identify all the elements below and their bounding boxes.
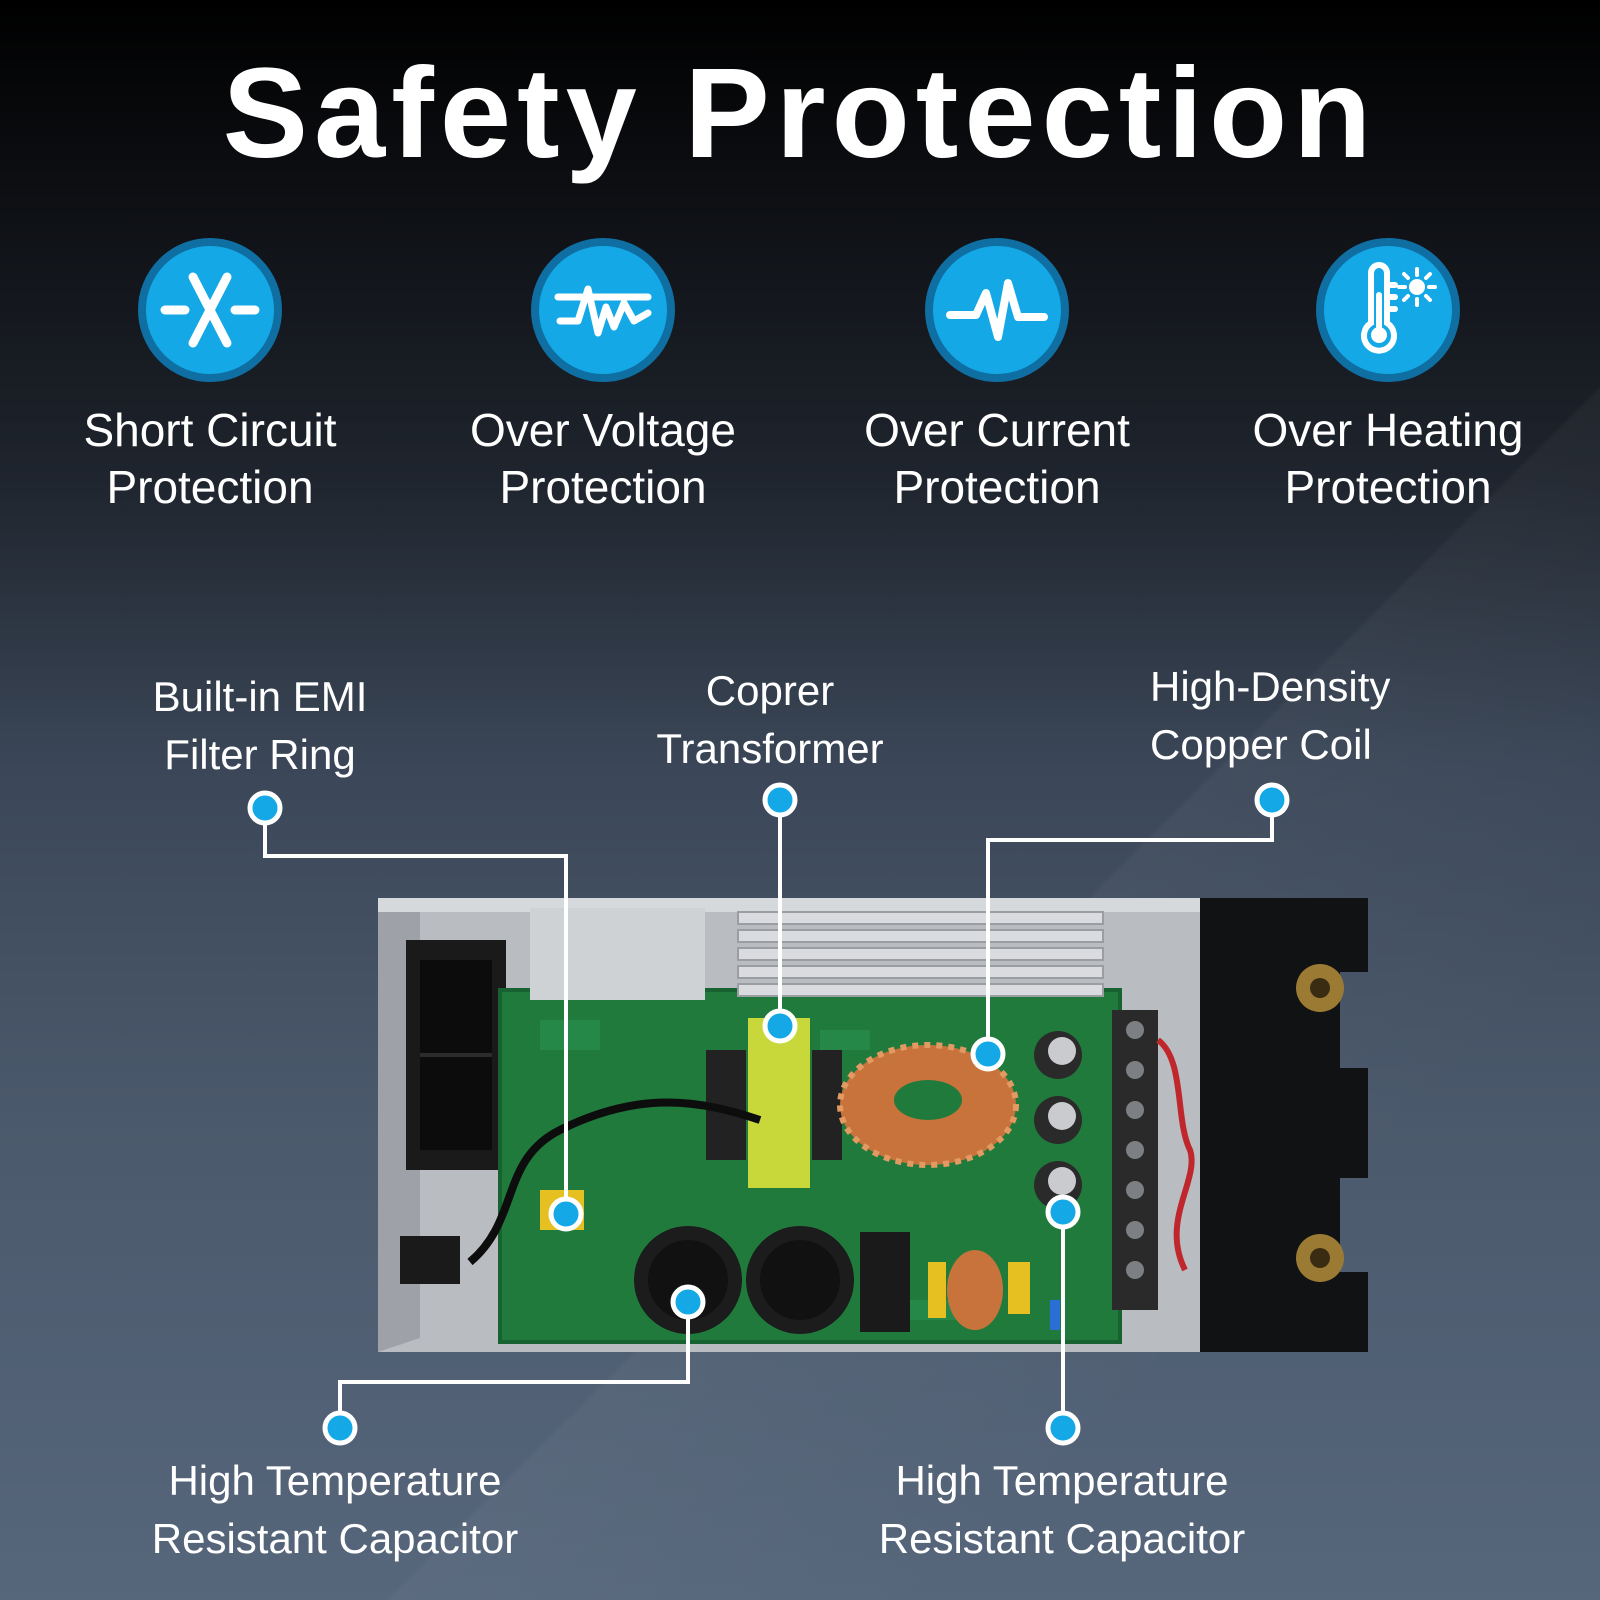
heatsink [530,908,1104,1000]
feature-label: Over Heating Protection [1252,404,1524,513]
over-current-icon [925,238,1069,382]
feature-label: Over Voltage Protection [470,404,736,513]
feature-label: Over Current Protection [864,404,1130,513]
leader-lines [263,800,1274,1428]
callout-emi-filter-ring: Built-in EMI Filter Ring [152,673,368,778]
callout-capacitor-left: High Temperature Resistant Capacitor [151,1457,519,1562]
end-cap [1200,898,1368,1352]
over-voltage-icon [531,238,675,382]
power-socket [400,1236,460,1284]
power-cable [467,1098,762,1266]
feature-over-current: Over Current Protection [837,238,1157,516]
feature-over-heating: Over Heating Protection [1228,238,1548,516]
output-capacitors [1034,1031,1082,1209]
feature-short-circuit: Short Circuit Protection [50,238,370,516]
thermometer-icon [1316,238,1460,382]
short-circuit-icon [138,238,282,382]
input-capacitors [634,1226,854,1334]
callout-copper-coil: High-Density Copper Coil [1150,663,1391,768]
feature-over-voltage: Over Voltage Protection [443,238,763,516]
callout-dots [247,782,1290,1446]
page-title: Safety Protection [222,42,1378,185]
callout-copper-transformer: Coprer Transformer [656,667,884,772]
terminal-block [1112,1010,1195,1310]
callout-capacitor-right: High Temperature Resistant Capacitor [878,1457,1246,1562]
feature-label: Short Circuit Protection [83,404,337,513]
copper-toroid-coil [837,1042,1019,1168]
cooling-fan [406,940,506,1170]
misc-components [540,1190,1060,1332]
